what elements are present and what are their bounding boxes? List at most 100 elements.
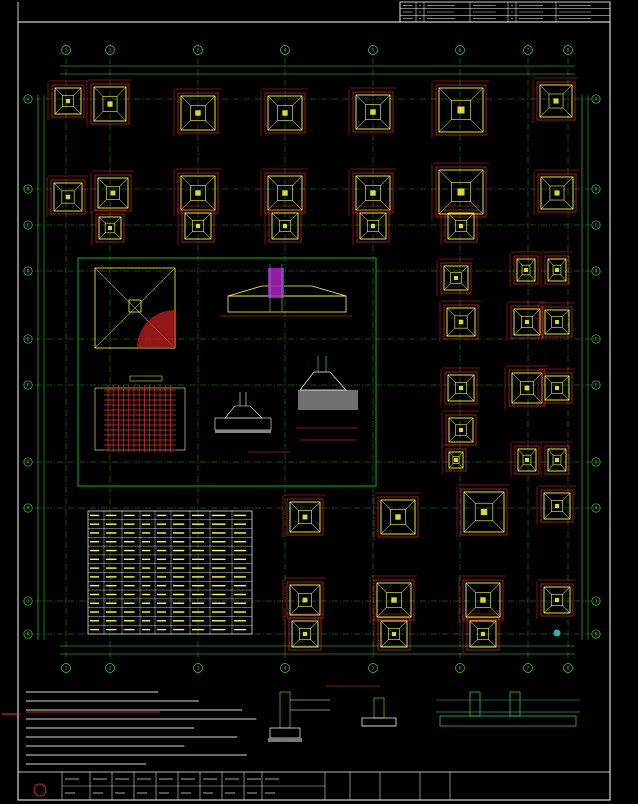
isolated-footing xyxy=(540,441,572,477)
footing-step xyxy=(451,100,471,120)
footing-slope xyxy=(376,582,387,593)
isolated-footing xyxy=(264,205,304,245)
isolated-footing xyxy=(46,175,88,217)
footing-slope xyxy=(311,501,321,511)
footing-slope xyxy=(465,582,476,593)
axis-bubble xyxy=(23,184,33,194)
isolated-footing xyxy=(369,575,417,623)
footing-slope xyxy=(562,393,570,401)
footing-slope xyxy=(517,448,524,456)
axis-bubble xyxy=(23,94,33,104)
isolated-footing xyxy=(509,251,541,287)
footing-slope xyxy=(511,394,521,404)
footing-outline xyxy=(448,417,474,443)
footing-slope xyxy=(488,639,497,648)
footing-outline xyxy=(184,212,212,240)
mesh-label-box xyxy=(129,375,163,382)
axis-label: 8 xyxy=(567,665,570,670)
footing-outline xyxy=(376,582,412,618)
footing-step xyxy=(474,502,494,522)
footing-slope xyxy=(448,451,454,457)
footing-outline xyxy=(448,451,464,469)
axis-label: B xyxy=(27,186,30,191)
axis-label: F xyxy=(27,382,30,387)
footing-step xyxy=(298,593,312,607)
footing-slope xyxy=(517,464,524,472)
footing-dimension-box xyxy=(544,255,570,285)
axis-bubble xyxy=(61,663,71,673)
axis-bubble xyxy=(193,45,203,55)
footing-slope xyxy=(466,327,476,337)
footing-dimension-box xyxy=(440,262,472,294)
footing-step xyxy=(550,499,564,513)
column-stub xyxy=(282,223,288,229)
footing-slope xyxy=(205,95,216,106)
footing-dimension-box xyxy=(536,81,576,121)
footing-outline xyxy=(516,258,536,282)
footing-outline xyxy=(98,216,122,240)
footing-slope xyxy=(544,375,552,383)
footing-slope xyxy=(562,309,570,317)
corner-marker xyxy=(553,629,561,637)
footing-slope xyxy=(466,417,474,425)
footing-plan-detail xyxy=(94,267,176,349)
footing-slope xyxy=(560,258,567,266)
footing-slope xyxy=(463,520,476,533)
footing-slope xyxy=(401,607,412,618)
footing-slope xyxy=(290,212,299,221)
footing-dimension-box xyxy=(95,213,125,243)
isolated-footing xyxy=(86,79,132,127)
column-stub xyxy=(524,319,530,325)
footing-slope xyxy=(529,274,536,282)
footing-slope xyxy=(560,464,567,472)
footing-slope xyxy=(530,464,537,472)
column-stub xyxy=(554,503,560,509)
axis-label: J xyxy=(27,598,29,603)
axis-label: G xyxy=(27,459,30,464)
isolated-footing xyxy=(439,300,481,342)
isolated-footing xyxy=(373,613,413,653)
footing-slope xyxy=(446,307,456,317)
footing-slope xyxy=(53,202,63,212)
footing-slope xyxy=(513,308,522,317)
footing-slope xyxy=(511,372,521,382)
axis-label: 2 xyxy=(109,47,112,52)
axis-label: 4 xyxy=(284,665,287,670)
column-stub xyxy=(370,223,376,229)
footing-slope xyxy=(446,327,456,337)
footing-step xyxy=(277,185,293,201)
footing-dimension-box xyxy=(540,489,574,523)
footing-step xyxy=(61,190,75,204)
footing-step xyxy=(102,96,118,112)
footing-slope xyxy=(53,182,63,192)
axis-bubble xyxy=(280,663,290,673)
footing-slope xyxy=(490,582,501,593)
axis-bubble xyxy=(591,266,601,276)
footing-slope xyxy=(544,309,552,317)
footing-outline xyxy=(271,212,299,240)
footing-step xyxy=(61,94,75,108)
footing-step xyxy=(298,627,312,641)
footing-slope xyxy=(289,523,299,533)
column-stub xyxy=(302,597,308,603)
footing-dimension-box xyxy=(544,445,570,475)
axis-bubble xyxy=(280,45,290,55)
isolated-footing xyxy=(173,88,221,136)
footing-outline xyxy=(438,87,484,133)
column-stub xyxy=(65,98,71,104)
footing-dimension-box xyxy=(356,209,390,243)
isolated-footing xyxy=(282,577,326,621)
footing-slope xyxy=(544,327,552,335)
column-stub xyxy=(553,98,559,104)
column-stub xyxy=(458,385,464,391)
footing-outline xyxy=(543,492,571,520)
footing-slope xyxy=(458,463,464,469)
footing-outline xyxy=(267,95,303,131)
footing-slope xyxy=(380,94,391,105)
axis-label: D xyxy=(595,268,598,273)
axis-bubble xyxy=(591,184,601,194)
axis-bubble xyxy=(23,503,33,513)
footing-slope xyxy=(73,87,82,96)
footing-dimension-box xyxy=(462,579,504,621)
footing-outline xyxy=(97,177,129,209)
